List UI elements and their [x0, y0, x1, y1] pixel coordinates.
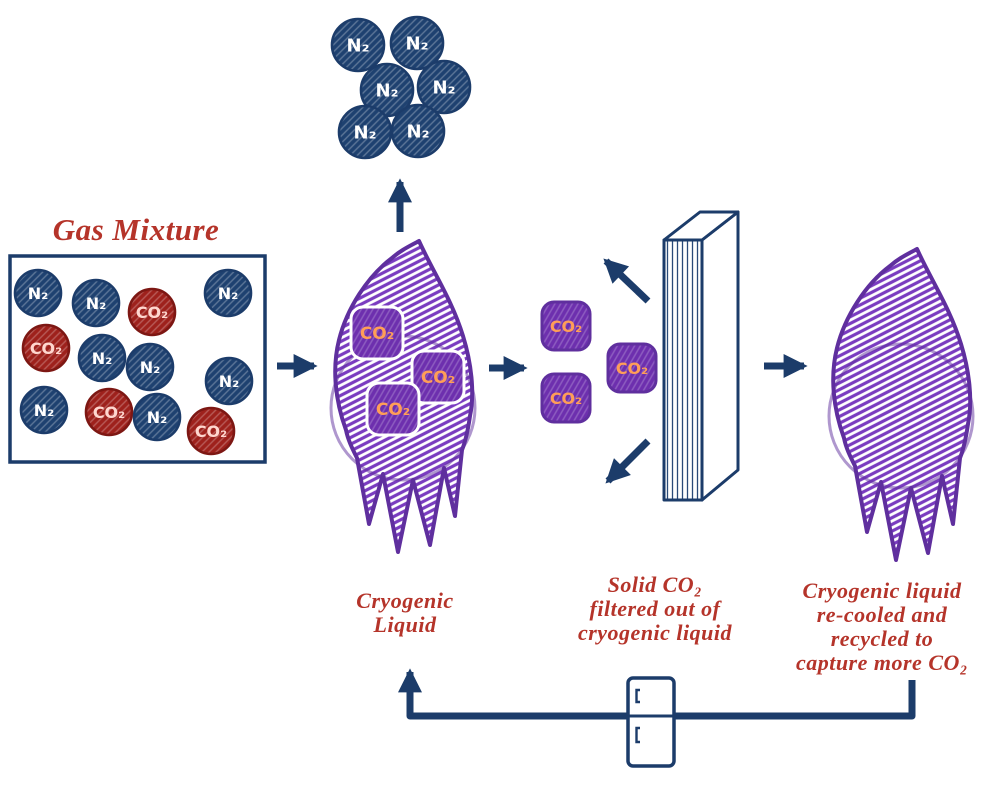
filter-front-face: [662, 238, 704, 502]
n2-cluster: N₂ N₂ N₂ N₂ N₂ N₂: [330, 15, 472, 160]
molecule-n2-label: N₂: [147, 408, 167, 427]
fridge-icon: [626, 676, 676, 768]
molecule-co2-circle: [84, 387, 134, 437]
molecule-n2-label: N₂: [28, 284, 48, 303]
molecule-n2-circle: [125, 342, 175, 392]
solid-co2-squares: CO₂ CO₂ CO₂: [540, 300, 658, 424]
molecule-n2-circle: [132, 392, 182, 442]
co2-square-label: CO₂: [550, 317, 582, 336]
filter: [662, 210, 740, 502]
caption-recycled: Cryogenic liquid re-cooled and recycled …: [796, 578, 968, 675]
molecule-n2-label: N₂: [86, 294, 106, 313]
co2-square-label: CO₂: [376, 400, 410, 420]
caption-cryogenic-liquid: Cryogenic Liquid: [356, 588, 453, 637]
molecule-n2-label: N₂: [406, 33, 429, 54]
molecule-n2-label: N₂: [433, 77, 456, 98]
co2-square: [349, 305, 405, 361]
co2-square-label: CO₂: [616, 359, 648, 378]
dissolved-co2-squares: CO₂ CO₂ CO₂: [349, 305, 466, 437]
caption-line: recycled to: [831, 626, 934, 651]
molecule-n2-circle: [77, 333, 127, 383]
arrow-filter-up-left: [603, 258, 651, 304]
molecule-n2-label: N₂: [34, 401, 54, 420]
molecule-n2-label: N₂: [407, 121, 430, 142]
co2-square-label: CO₂: [360, 324, 394, 344]
molecule-n2-circle: [204, 356, 254, 406]
gas-mixture-molecules: N₂ N₂ CO₂ N₂ CO₂ N₂ N₂ N₂ N₂ CO₂ N₂ CO₂: [13, 268, 254, 456]
molecule-n2-circle: [390, 103, 446, 159]
arrow-filter-down-left: [605, 438, 651, 484]
molecule-co2-circle: [21, 323, 71, 373]
molecule-co2-label: CO₂: [30, 339, 62, 358]
co2-square: [410, 349, 466, 405]
molecule-n2-label: N₂: [92, 349, 112, 368]
fridge-body: [626, 676, 676, 768]
caption-line: capture more CO₂: [796, 650, 968, 675]
molecule-co2-label: CO₂: [195, 422, 227, 441]
caption-line: cryogenic liquid: [578, 620, 733, 645]
molecule-n2-label: N₂: [354, 122, 377, 143]
molecule-co2-label: CO₂: [93, 403, 125, 422]
molecule-n2-label: N₂: [219, 372, 239, 391]
molecule-n2-label: N₂: [347, 35, 370, 56]
molecule-n2-label: N₂: [140, 358, 160, 377]
gas-mixture-title: Gas Mixture: [53, 212, 220, 247]
molecule-co2-label: CO₂: [136, 303, 168, 322]
molecule-n2-circle: [389, 15, 445, 71]
gas-mixture-box: [8, 254, 267, 464]
caption-solid-co2: Solid CO₂ filtered out of cryogenic liqu…: [578, 572, 733, 645]
molecule-n2-label: N₂: [376, 80, 399, 101]
co2-square-label: CO₂: [421, 368, 455, 388]
co2-square-label: CO₂: [550, 389, 582, 408]
filter-side-face: [700, 210, 740, 502]
caption-line: Solid CO₂: [608, 572, 703, 597]
co2-square: [606, 342, 658, 394]
caption-line: Liquid: [373, 612, 437, 637]
molecule-n2-circle: [71, 278, 121, 328]
fridge-handle-bottom: [635, 726, 640, 744]
molecule-n2-circle: [416, 59, 472, 115]
molecule-co2-circle: [186, 406, 236, 456]
caption-line: filtered out of: [590, 596, 723, 621]
co2-square: [540, 372, 592, 424]
molecule-n2-circle: [203, 268, 253, 318]
caption-line: re-cooled and: [817, 602, 948, 627]
recycled-liquid-blob: [827, 247, 975, 562]
caption-line: Cryogenic liquid: [803, 578, 962, 603]
molecule-n2-label: N₂: [218, 284, 238, 303]
molecule-n2-circle: [13, 268, 63, 318]
co2-square: [365, 381, 421, 437]
molecule-co2-circle: [127, 287, 177, 337]
molecule-n2-circle: [19, 385, 69, 435]
fridge-handle-top: [635, 688, 640, 704]
caption-line: Cryogenic: [356, 588, 453, 613]
molecule-n2-circle: [330, 17, 386, 73]
co2-square: [540, 300, 592, 352]
